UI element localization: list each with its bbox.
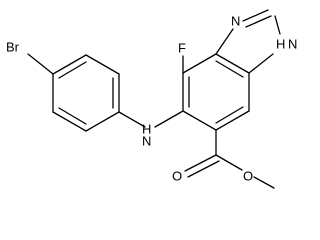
bond: [215, 110, 250, 131]
bond: [215, 53, 250, 74]
atom-label-amine-n: N: [142, 134, 151, 149]
bond: [85, 111, 120, 132]
bond: [85, 54, 120, 75]
bond-double: [242, 9, 269, 22]
bond-c-o-double: [184, 154, 217, 172]
bond: [52, 54, 87, 75]
atom-label-fluorine: F: [178, 41, 186, 56]
bond-n-c: [154, 110, 184, 128]
bond-double-inner: [215, 60, 244, 78]
atom-label-ester-o-single: O: [243, 169, 253, 184]
bond-c-n: [118, 111, 146, 128]
bond: [182, 110, 217, 131]
atom-label-amine-h: H: [142, 122, 151, 137]
structure-diagram: Br F H N N H N O O: [6, 9, 297, 189]
imidazole-ring: [215, 9, 281, 74]
bond: [182, 53, 217, 74]
bond: [52, 111, 87, 132]
atom-label-imidazole-n1h-h: H: [276, 37, 285, 52]
methyl-ester-group: [184, 129, 275, 189]
bond-c-br: [27, 53, 54, 75]
atom-label-imidazole-n1: N: [288, 37, 297, 52]
bond-c-o-single: [215, 154, 243, 171]
bond: [274, 15, 281, 35]
bromophenyl-ring: [52, 54, 120, 132]
bond-double-inner: [58, 61, 87, 79]
atom-label-ester-o-double: O: [172, 169, 182, 184]
bond: [215, 28, 234, 55]
atom-label-imidazole-n3: N: [231, 14, 240, 29]
bond: [248, 53, 274, 74]
bond-c-o-double: [187, 160, 220, 178]
bond-double-inner: [58, 107, 87, 125]
bond-double: [245, 15, 272, 28]
bond-o-methyl: [253, 176, 275, 189]
bond-double-inner: [215, 106, 244, 124]
benzimidazole-benzene-ring: [182, 53, 250, 131]
atom-label-bromine: Br: [6, 40, 20, 55]
